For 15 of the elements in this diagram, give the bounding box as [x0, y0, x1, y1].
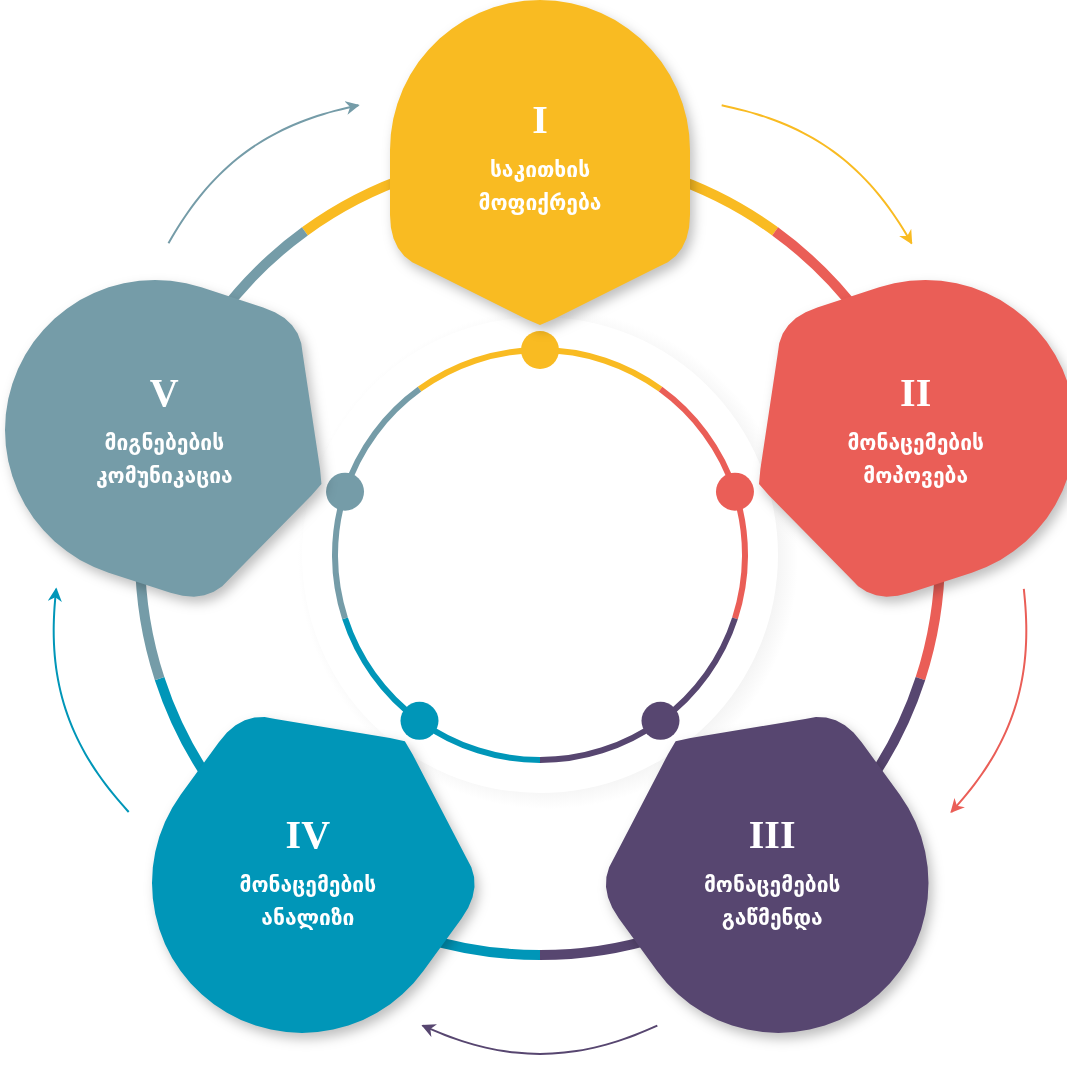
step-numeral: I [532, 100, 548, 141]
curved-arrow [421, 1024, 659, 1055]
step-title: მონაცემების მოპოვება [846, 430, 985, 490]
step-title: საკითხის მოფიქრება [477, 157, 603, 217]
step-title: მონაცემების გაწმენდა [702, 872, 842, 932]
step-title: მიგნებების კომუნიკაცია [94, 430, 234, 490]
step-numeral: III [748, 815, 796, 855]
curved-arrow [167, 101, 360, 245]
curved-arrow [720, 104, 913, 245]
step-title: მონაცემების ანალიზი [238, 872, 378, 932]
step-numeral: II [900, 373, 932, 414]
step-numeral: IV [285, 815, 331, 855]
curved-arrow [950, 587, 1028, 814]
curved-arrow [47, 587, 130, 813]
step-numeral: V [149, 373, 179, 414]
